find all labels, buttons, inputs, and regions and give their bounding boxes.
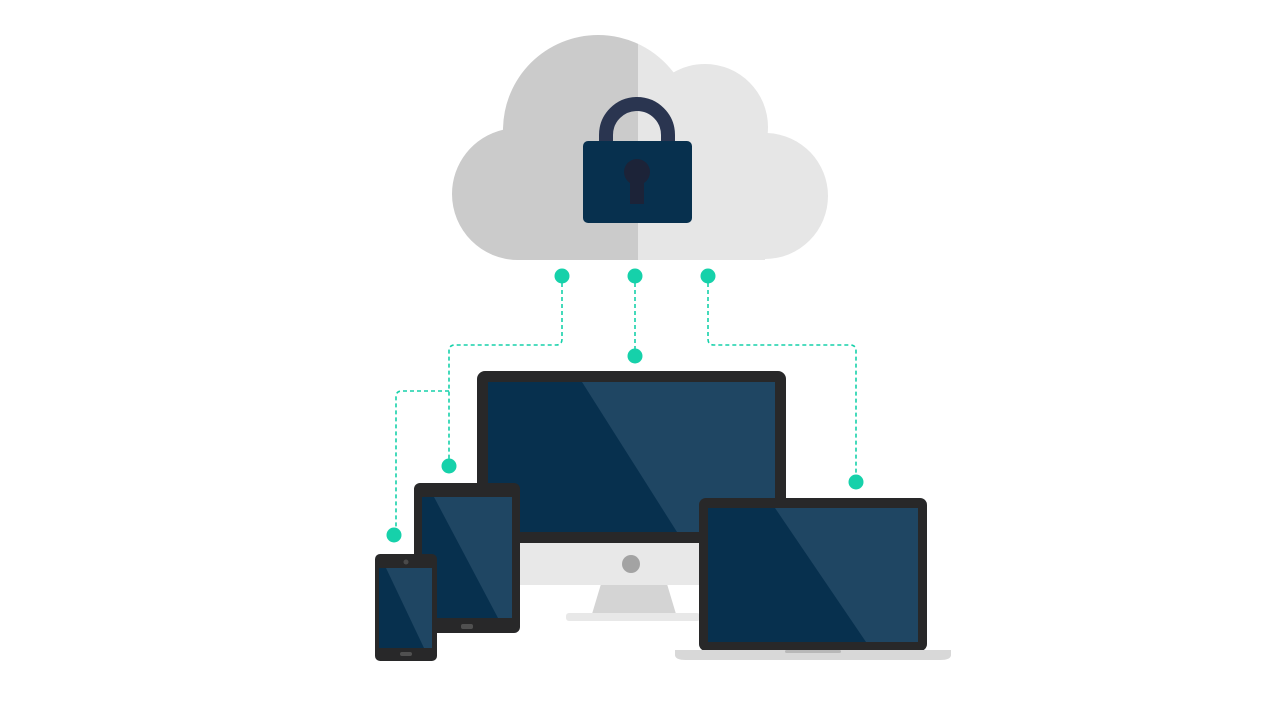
tablet-screen-glare — [434, 497, 512, 618]
keyhole-icon — [624, 159, 650, 185]
tablet-home-button — [461, 624, 473, 629]
keyhole-slot — [630, 179, 644, 204]
phone-icon — [375, 554, 437, 661]
connector-dot — [554, 268, 570, 284]
laptop-trackpad-notch — [785, 650, 841, 653]
padlock-icon — [583, 97, 692, 223]
padlock-shackle — [599, 97, 675, 145]
connector-dot — [627, 268, 643, 284]
phone-screen-glare — [386, 568, 432, 648]
connector-dot — [627, 348, 643, 364]
laptop-base — [675, 650, 951, 660]
monitor-logo — [622, 555, 640, 573]
phone-camera — [403, 559, 409, 565]
connector-dot — [700, 268, 716, 284]
connector-dot — [848, 474, 864, 490]
laptop-icon — [675, 498, 951, 660]
connector-line-phone — [395, 390, 449, 535]
connector-line-tablet — [448, 276, 563, 466]
monitor-screen-glare — [582, 382, 775, 532]
monitor-stand-base — [566, 613, 700, 621]
network-connection-icon — [386, 268, 864, 543]
connector-dot — [441, 458, 457, 474]
connector-dot — [386, 527, 402, 543]
monitor-stand — [592, 584, 676, 614]
laptop-screen-glare — [775, 508, 918, 642]
connector-line-laptop — [707, 276, 857, 482]
phone-home-button — [400, 652, 412, 656]
